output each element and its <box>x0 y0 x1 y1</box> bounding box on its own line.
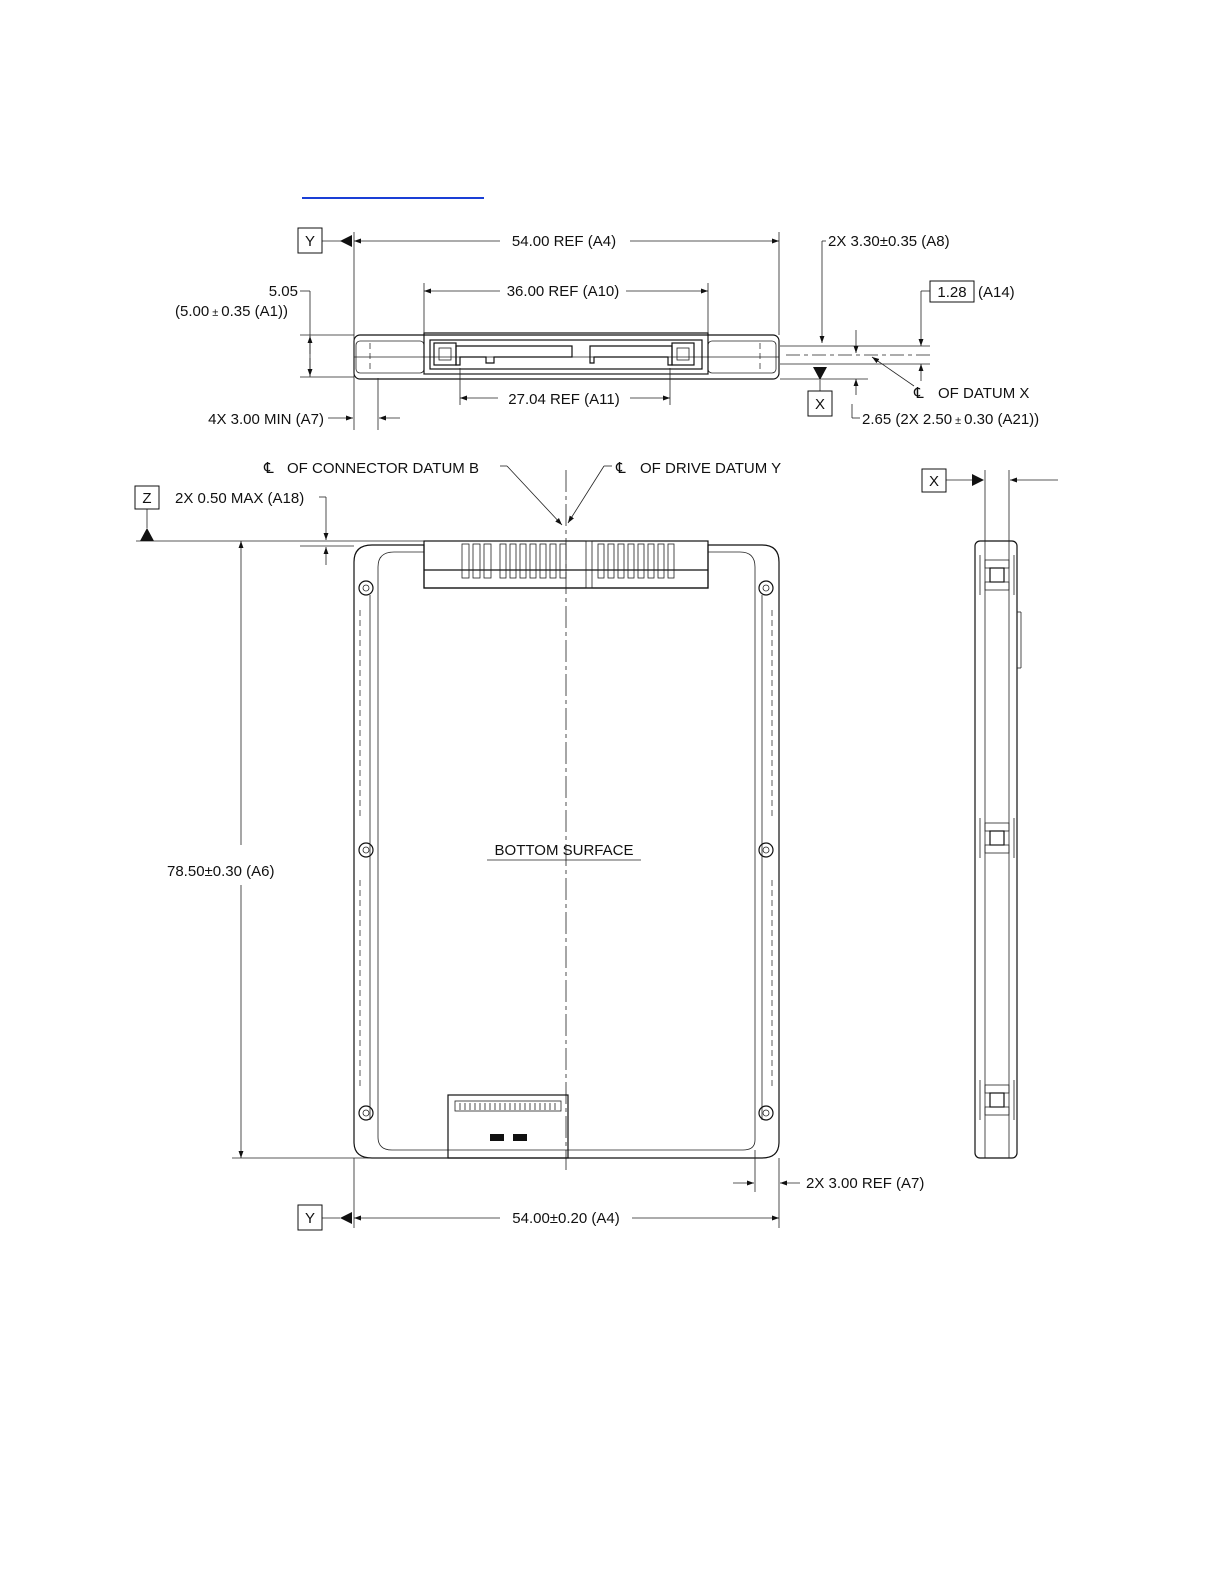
cl-connector-symbol: ℄ <box>263 460 274 477</box>
side-feature <box>985 1107 1009 1115</box>
connector-pin <box>560 544 566 578</box>
side-feature <box>985 582 1009 590</box>
side-feature <box>985 823 1009 831</box>
dim-128-tag: (A14) <box>978 284 1015 301</box>
datum-x-top: X <box>815 396 825 413</box>
dim-500: (5.00±0.35 (A1)) <box>175 303 288 320</box>
side-feature <box>990 568 1004 582</box>
connector-pin <box>668 544 674 578</box>
dim-300-min: 4X 3.00 MIN (A7) <box>208 411 324 428</box>
side-feature <box>985 845 1009 853</box>
dim-265: 2.65 (2X 2.50±0.30 (A21)) <box>862 411 1039 428</box>
datum-y-top: Y <box>305 233 315 250</box>
dim-36-ref: 36.00 REF (A10) <box>507 283 620 300</box>
connector-pin <box>608 544 614 578</box>
side-feature <box>985 1085 1009 1093</box>
connector-pin <box>628 544 634 578</box>
end-view: 54.00 REF (A4) Y 2X 3.30±0.35 (A8) 36.00… <box>175 228 1039 430</box>
datum-y-bottom: Y <box>305 1210 315 1227</box>
cl-connector: OF CONNECTOR DATUM B <box>287 460 479 477</box>
dim-a8: 2X 3.30±0.35 (A8) <box>828 233 950 250</box>
connector-pins <box>462 541 674 588</box>
side-feature <box>990 831 1004 845</box>
dim-2704-ref: 27.04 REF (A11) <box>508 391 619 408</box>
side-view: X <box>922 469 1058 1158</box>
cl-drive: OF DRIVE DATUM Y <box>640 460 781 477</box>
connector-pin <box>550 544 556 578</box>
side-feature <box>990 1093 1004 1107</box>
dim-5400: 54.00±0.20 (A4) <box>512 1210 619 1227</box>
connector-pin <box>484 544 491 578</box>
side-feature <box>985 560 1009 568</box>
connector-pin <box>462 544 469 578</box>
cl-drive-symbol: ℄ <box>615 460 626 477</box>
connector-pin <box>500 544 506 578</box>
datum-z: Z <box>142 490 151 507</box>
connector-pin <box>520 544 526 578</box>
plan-view: BOTTOM SURFACE Z 2X 0.50 MAX (A18) ℄ OF … <box>135 460 924 1230</box>
connector-pin <box>530 544 536 578</box>
dim-54-ref: 54.00 REF (A4) <box>512 233 616 250</box>
connector-pin <box>510 544 516 578</box>
connector-pin <box>648 544 654 578</box>
datum-x-cl: OF DATUM X <box>938 385 1029 402</box>
connector-pin <box>540 544 546 578</box>
connector-pin <box>598 544 604 578</box>
bottom-surface-label: BOTTOM SURFACE <box>495 842 634 859</box>
connector-pin <box>473 544 480 578</box>
dim-7850: 78.50±0.30 (A6) <box>167 863 274 880</box>
bottom-connector-pins <box>460 1103 555 1110</box>
connector-pin <box>658 544 664 578</box>
connector-pin <box>638 544 644 578</box>
connector-pin <box>618 544 624 578</box>
datum-x-cl-symbol: ℄ <box>913 385 924 402</box>
connector-key <box>586 541 592 588</box>
dim-505: 5.05 <box>269 283 298 300</box>
dim-050: 2X 0.50 MAX (A18) <box>175 490 304 507</box>
dim-128-box: 1.28 <box>937 284 966 301</box>
dim-300-ref: 2X 3.00 REF (A7) <box>806 1175 924 1192</box>
datum-x-side: X <box>929 473 939 490</box>
